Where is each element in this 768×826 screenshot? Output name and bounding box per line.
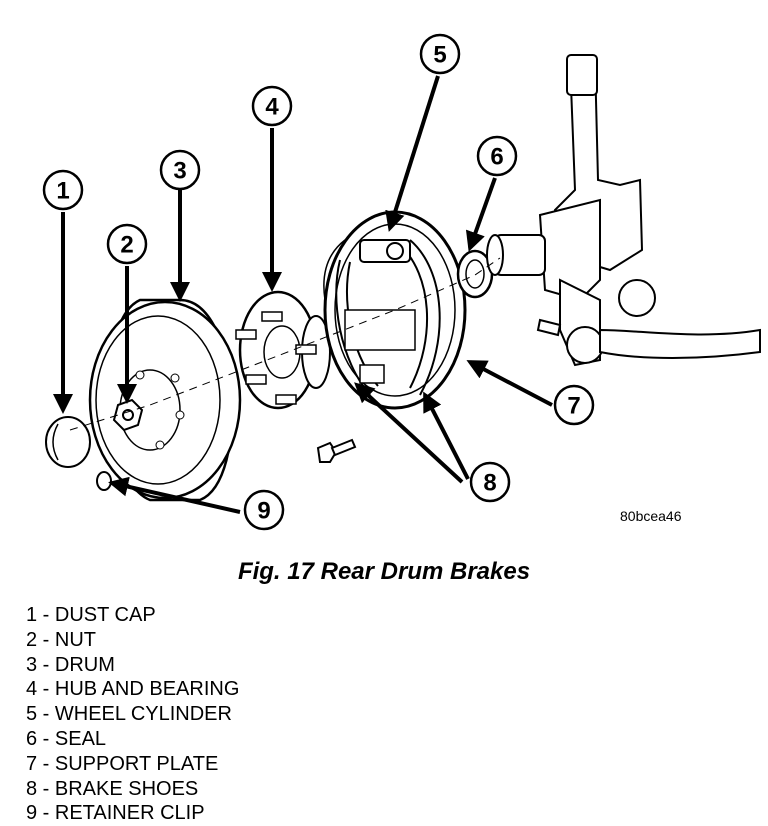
leader-arrows <box>53 75 553 514</box>
callout-circle-4 <box>251 85 293 127</box>
legend-item: 5 - WHEEL CYLINDER <box>26 703 232 726</box>
callout-circle-3 <box>159 149 201 191</box>
callout-circle-7 <box>553 384 595 426</box>
legend-item: 8 - BRAKE SHOES <box>26 777 199 800</box>
leader-arrow-9 <box>108 476 241 514</box>
callout-label-7: 7 <box>567 393 580 420</box>
callout-circle-6 <box>476 135 518 177</box>
callout-label-8: 8 <box>483 470 496 497</box>
hub-and-bearing <box>235 290 331 410</box>
assembly-line <box>69 257 501 431</box>
brake-drum <box>88 298 242 502</box>
legend-item: 9 - RETAINER CLIP <box>26 802 205 825</box>
retainer-clip <box>96 471 112 491</box>
callout-label-9: 9 <box>257 498 270 525</box>
callout-label-5: 5 <box>433 42 446 69</box>
wheel-cylinder <box>359 239 411 263</box>
legend-item: 4 - HUB AND BEARING <box>26 678 240 701</box>
callout-circle-9 <box>243 489 285 531</box>
brake-shoes <box>335 239 441 396</box>
callout-circle-2 <box>106 223 148 265</box>
legend-item: 6 - SEAL <box>26 727 107 750</box>
leader-arrow-6 <box>465 177 497 252</box>
mounting-bolt <box>316 438 357 463</box>
knuckle-assembly <box>486 54 761 367</box>
parts-legend: 1 - DUST CAP 2 - NUT 3 - DRUM 4 - HUB AN… <box>26 603 239 826</box>
figure-caption: Fig. 17 Rear Drum Brakes <box>237 558 531 585</box>
leader-arrow-5 <box>385 75 440 232</box>
leader-arrow-7 <box>466 360 553 407</box>
callout-label-3: 3 <box>173 158 186 185</box>
legend-item: 1 - DUST CAP <box>26 604 156 626</box>
callout-label-2: 2 <box>120 232 133 259</box>
rear-drum-brake-diagram: 1 2 3 4 5 6 7 8 9 <box>42 33 761 531</box>
leader-arrow-8a <box>354 382 464 484</box>
leader-arrow-8b <box>423 391 470 480</box>
callout-circle-1 <box>42 169 84 211</box>
image-code: 80bcea46 <box>620 508 682 524</box>
legend-item: 2 - NUT <box>26 628 96 651</box>
callout-circle-5 <box>419 33 461 75</box>
callout-circles <box>42 33 595 531</box>
callout-label-4: 4 <box>265 94 279 121</box>
legend-item: 7 - SUPPORT PLATE <box>26 752 219 775</box>
callout-label-6: 6 <box>490 144 503 171</box>
nut <box>112 398 144 432</box>
callout-label-1: 1 <box>56 178 69 205</box>
legend-item: 3 - DRUM <box>26 653 115 676</box>
dust-cap <box>45 416 91 468</box>
callout-circle-8 <box>469 461 511 503</box>
